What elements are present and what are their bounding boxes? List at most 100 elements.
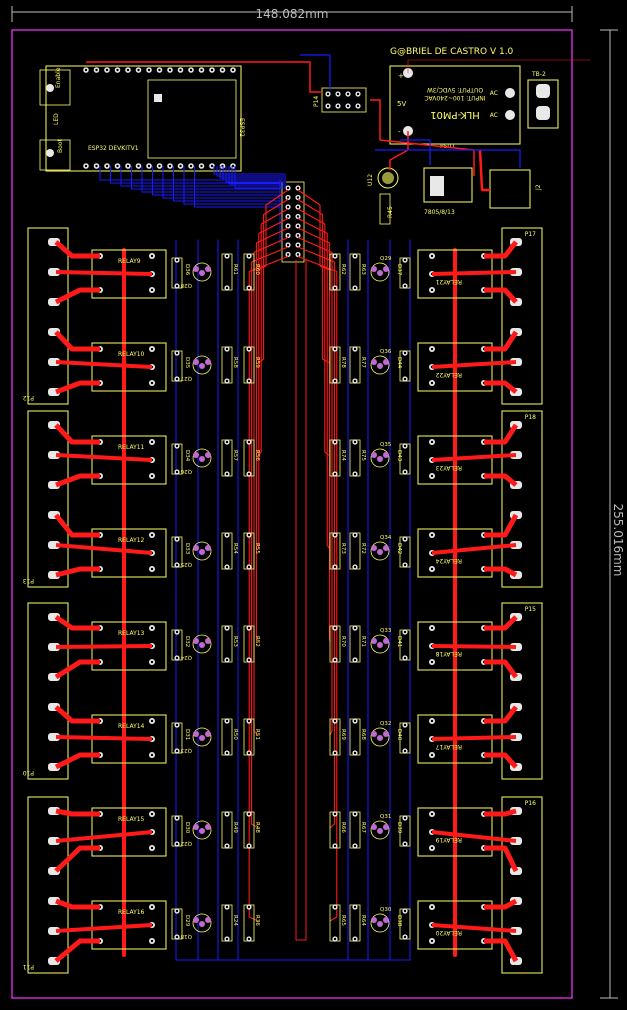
relay-trace: [431, 270, 517, 276]
transistor-pad: [371, 917, 377, 923]
pad-hole: [150, 288, 154, 292]
pad-hole: [175, 444, 179, 448]
pad-hole: [147, 68, 151, 72]
pad-hole: [403, 630, 407, 634]
trace: [297, 236, 333, 736]
transistor-pad: [199, 642, 205, 648]
resistor-outline: [221, 811, 233, 849]
diode-label: D31: [184, 729, 190, 740]
resistor-outline: [349, 625, 361, 663]
pad-hole: [403, 470, 407, 474]
pad-hole: [403, 284, 407, 288]
resistor-label: R36: [254, 915, 260, 926]
pad-hole: [247, 533, 251, 537]
trace: [400, 139, 431, 165]
relay-outline: [91, 435, 167, 485]
board-title: G@BRIEL DE CASTRO V 1.0: [390, 47, 514, 57]
resistor-label: R61: [232, 264, 238, 275]
pad-hole: [247, 565, 251, 569]
psu-plus-label: +: [398, 72, 404, 80]
transistor-pad: [193, 266, 199, 272]
pad-hole: [189, 164, 193, 168]
pad-hole: [353, 254, 357, 258]
transistor-outline: [192, 448, 212, 468]
trace: [407, 59, 590, 73]
relay-trace: [484, 615, 518, 631]
pad-hole: [150, 474, 154, 478]
dimension-lines: 148.082mm 255.016mm: [11, 6, 625, 999]
relay-trace: [484, 423, 519, 445]
pad-hole: [247, 905, 251, 909]
relay-outline: [91, 528, 167, 578]
trace: [234, 166, 286, 189]
pad-hole: [84, 164, 88, 168]
pad-hole: [116, 164, 119, 168]
pad-hole: [225, 658, 229, 662]
transistor-pad: [205, 266, 211, 272]
pad-hole: [430, 660, 434, 664]
pad-hole: [247, 626, 251, 630]
transistor-pad: [371, 359, 377, 365]
pad-hole: [353, 626, 357, 630]
terminal-label: P10: [23, 769, 34, 776]
regulator-label: 7805/8/13: [424, 209, 455, 216]
pad-hole: [247, 751, 251, 755]
transistor-label: Q35: [380, 442, 392, 448]
transistor-outline: [370, 727, 390, 747]
relay-trace: [484, 513, 519, 538]
pad-hole: [333, 751, 337, 755]
relay-trace: [431, 360, 517, 369]
resistor-label: R68: [360, 729, 366, 740]
diode-label: D29: [184, 915, 190, 927]
pad-hole: [175, 351, 179, 355]
relay-trace: [54, 423, 100, 445]
pad-hole: [286, 215, 290, 218]
relay-trace: [484, 287, 518, 304]
pad-hole: [126, 68, 130, 72]
relay-label: RELAY14: [118, 723, 145, 730]
pad-hole: [175, 470, 179, 474]
terminal-outline: [27, 796, 69, 974]
pad-hole: [168, 164, 172, 168]
pad-hole: [247, 347, 251, 351]
relay-trace: [55, 898, 100, 910]
transistor-pad: [199, 549, 205, 555]
pad-hole: [403, 842, 407, 846]
pad-hole: [333, 719, 337, 723]
pad-hole: [430, 753, 434, 757]
resistor-label: R49: [232, 822, 238, 833]
psu-minus-label: -: [398, 128, 401, 136]
transistor-outline: [370, 262, 390, 282]
pad-hole: [333, 347, 337, 351]
u12-label: U12: [367, 174, 374, 186]
pad-hole: [225, 626, 229, 630]
pad-hole: [225, 379, 229, 383]
relay-label: RELAY15: [118, 816, 145, 823]
pad-hole: [247, 472, 251, 476]
relay-trace: [484, 705, 518, 724]
pad-hole: [247, 844, 251, 848]
resistor-outline: [329, 904, 341, 942]
pad-hole: [296, 186, 300, 190]
trace: [370, 99, 475, 176]
pad-hole: [333, 812, 337, 816]
transistor-pad: [383, 266, 389, 272]
pad-hole: [175, 630, 179, 634]
pad-hole: [175, 935, 179, 939]
relay-trace: [484, 380, 518, 394]
terminal-outline: [27, 602, 69, 780]
transistor-pad: [193, 824, 199, 830]
pad-hole: [150, 567, 154, 571]
pad-hole: [175, 563, 179, 567]
pad-hole: [430, 812, 434, 816]
resistor-label: R62: [340, 264, 346, 275]
transistor-label: Q23: [180, 747, 192, 753]
transistor-label: Q30: [380, 907, 392, 913]
trace: [478, 149, 490, 192]
relay-trace: [55, 644, 153, 649]
